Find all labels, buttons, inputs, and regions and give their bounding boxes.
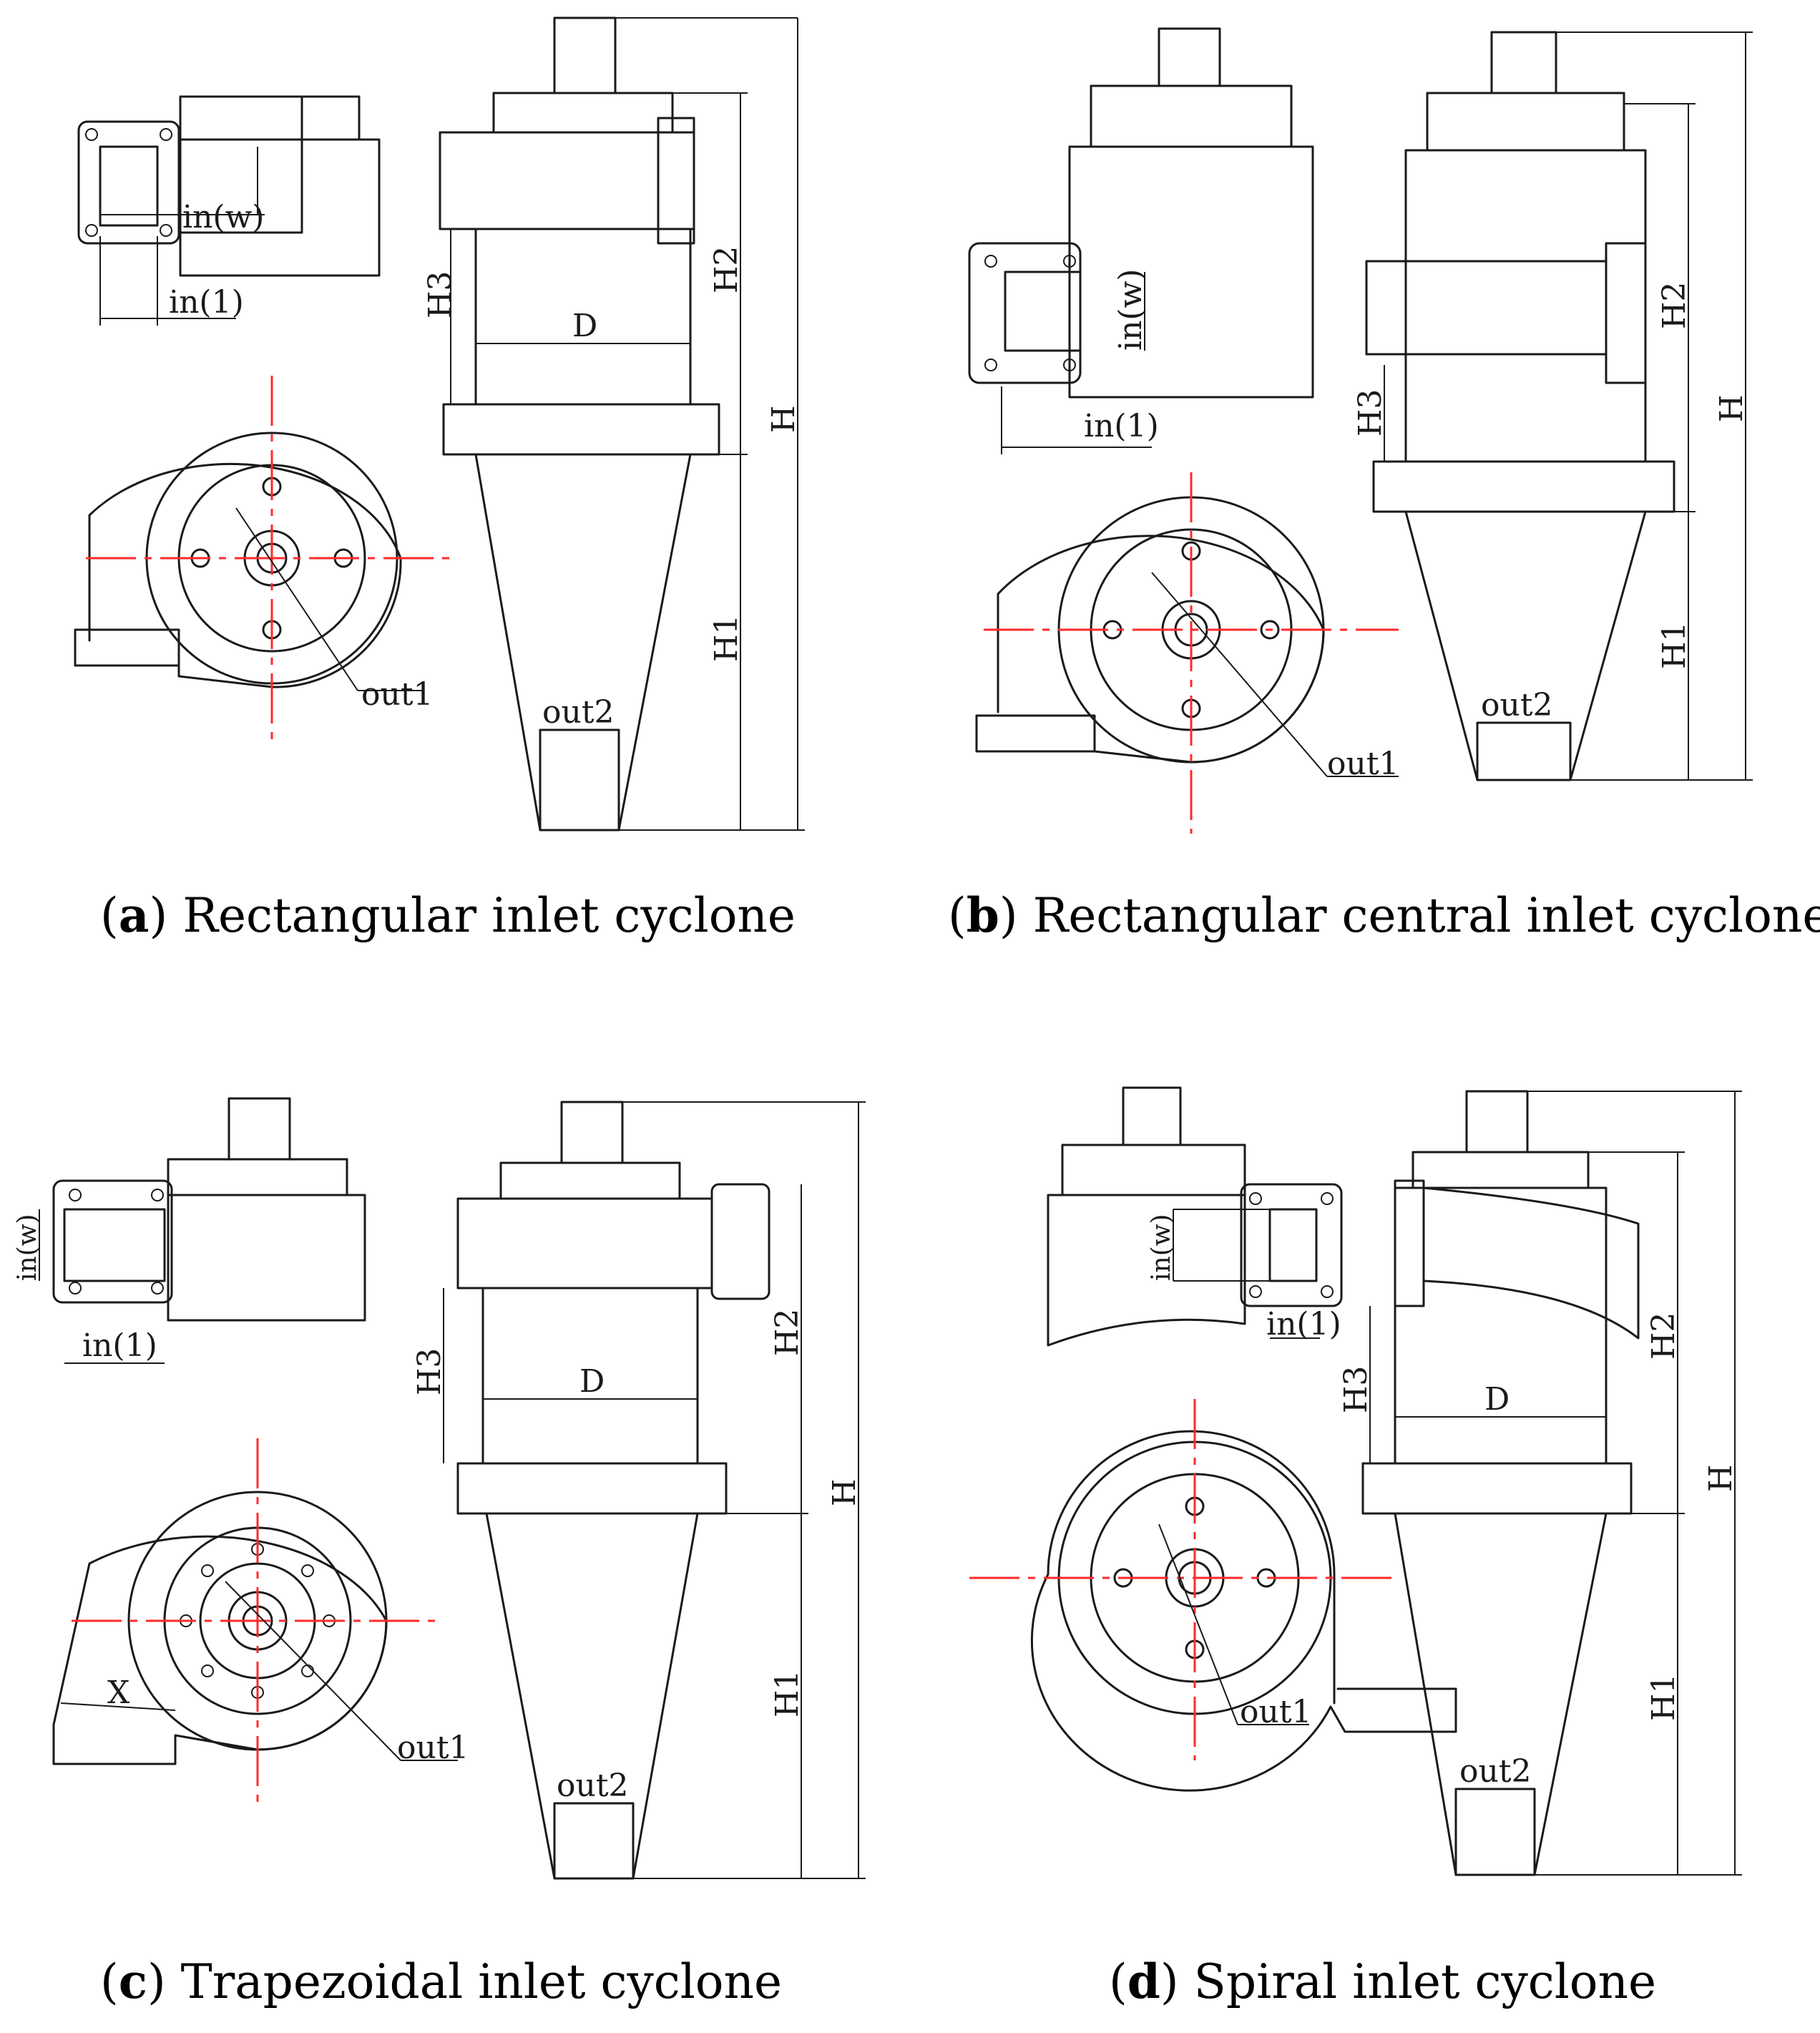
cover-plate xyxy=(1090,84,1293,148)
spiral-inlet xyxy=(1422,1186,1640,1340)
panel-a-plan-view: out1 xyxy=(74,376,458,748)
caption-b: (b) Rectangular central inlet cyclone xyxy=(948,887,1820,943)
panel-d: in(w) in(1) out1 xyxy=(969,1086,1742,1876)
label-X: X xyxy=(107,1674,130,1711)
label-H2: H2 xyxy=(708,246,745,293)
panel-a-top-view: in(w) in(1) xyxy=(77,95,381,326)
inlet-opening xyxy=(1004,270,1082,352)
label-H: H xyxy=(1713,395,1750,422)
outlet-pipe xyxy=(553,16,617,94)
cylinder-top xyxy=(456,1197,713,1289)
label-D: D xyxy=(579,1363,605,1400)
label-out2: out2 xyxy=(557,1768,629,1804)
label-H: H xyxy=(826,1479,863,1506)
label-H1: H1 xyxy=(1656,622,1693,669)
cover-plate xyxy=(167,1158,348,1196)
label-H1: H1 xyxy=(708,615,745,662)
outlet-pipe xyxy=(1490,31,1557,94)
label-out2: out2 xyxy=(1459,1753,1532,1790)
label-H1: H1 xyxy=(1645,1674,1682,1721)
cover-plate xyxy=(1412,1151,1590,1189)
label-out2: out2 xyxy=(1481,687,1553,723)
base-ring xyxy=(1361,1462,1633,1515)
label-H3: H3 xyxy=(1352,389,1389,437)
label-inw: in(w) xyxy=(1147,1214,1176,1281)
cone xyxy=(485,1512,699,1880)
outlet-pipe xyxy=(1465,1090,1529,1154)
panel-b-plan-view: out1 xyxy=(975,472,1399,834)
label-H2: H2 xyxy=(1645,1312,1682,1360)
panel-d-plan-view: out1 xyxy=(969,1399,1457,1792)
label-H: H xyxy=(1703,1465,1739,1492)
panel-c-top-view: in(w) in(1) xyxy=(13,1097,366,1364)
label-out1: out1 xyxy=(397,1730,469,1766)
label-H3: H3 xyxy=(411,1348,448,1395)
label-inl: in(1) xyxy=(1084,408,1159,444)
label-inw: in(w) xyxy=(1112,269,1149,351)
label-D: D xyxy=(572,308,597,344)
label-inl: in(1) xyxy=(1266,1306,1341,1342)
base-ring xyxy=(456,1462,728,1515)
volute xyxy=(1030,1430,1457,1792)
panel-d-side-view: D out2 H3 H2 H1 H xyxy=(1338,1090,1742,1876)
cone xyxy=(474,453,692,832)
outlet-pipe xyxy=(560,1101,624,1164)
inlet-opening xyxy=(63,1208,166,1282)
inlet-body xyxy=(179,138,381,277)
base-ring xyxy=(1372,460,1675,513)
inlet-flange xyxy=(710,1183,770,1300)
cylinder-body xyxy=(1404,149,1647,463)
label-out1: out1 xyxy=(1327,746,1399,782)
panel-b: in(w) in(1) out1 xyxy=(968,27,1753,834)
inlet-flange xyxy=(77,120,180,245)
inlet-flange xyxy=(1394,1179,1425,1307)
label-inl: in(1) xyxy=(169,284,244,321)
label-H2: H2 xyxy=(1656,282,1693,329)
cone xyxy=(1394,1512,1608,1876)
label-out1: out1 xyxy=(361,676,434,713)
label-H3: H3 xyxy=(1338,1366,1374,1413)
panel-c-plan-view: X out1 xyxy=(52,1438,469,1807)
inlet-flange xyxy=(52,1179,173,1304)
caption-d: (d) Spiral inlet cyclone xyxy=(1109,1954,1657,2009)
cover-plate xyxy=(499,1161,681,1200)
label-H3: H3 xyxy=(422,271,459,318)
label-out1: out1 xyxy=(1240,1694,1312,1730)
cover-plate xyxy=(179,95,361,141)
panel-d-top-view: in(w) in(1) xyxy=(1047,1086,1343,1347)
panel-b-side-view: out2 H3 H2 H1 H xyxy=(1352,31,1753,781)
panel-a: in(w) in(1) out1 xyxy=(74,16,805,832)
inlet-opening xyxy=(99,145,159,227)
label-H2: H2 xyxy=(769,1309,806,1356)
panel-c: in(w) in(1) X out1 xyxy=(13,1097,866,1880)
label-H1: H1 xyxy=(769,1670,806,1717)
caption-a: (a) Rectangular inlet cyclone xyxy=(100,887,796,943)
caption-c: (c) Trapezoidal inlet cyclone xyxy=(100,1954,783,2009)
inlet-duct xyxy=(1365,260,1608,356)
inlet-flange xyxy=(1605,242,1647,384)
cover-plate xyxy=(492,92,674,134)
cover-plate xyxy=(1061,1144,1246,1196)
panel-a-side-view: D out2 H3 H2 H1 H xyxy=(422,16,805,832)
inlet-body xyxy=(1047,1194,1246,1347)
label-D: D xyxy=(1484,1381,1510,1418)
label-H: H xyxy=(765,406,802,433)
label-inw: in(w) xyxy=(13,1214,42,1281)
panel-c-side-view: D out2 H3 H2 H1 H xyxy=(411,1101,866,1880)
inlet-flange xyxy=(1240,1183,1343,1307)
inlet-body xyxy=(167,1194,366,1322)
cover-plate xyxy=(1426,92,1625,152)
volute xyxy=(74,462,402,688)
inlet-flange xyxy=(657,117,695,245)
cylinder-top xyxy=(439,131,695,230)
label-inw: in(w) xyxy=(182,199,264,235)
label-out2: out2 xyxy=(542,694,615,731)
panel-b-top-view: in(w) in(1) xyxy=(968,27,1314,454)
base-ring xyxy=(442,403,720,456)
cone xyxy=(1404,510,1647,781)
cylinder-body xyxy=(1394,1186,1608,1465)
label-inl: in(1) xyxy=(82,1327,157,1364)
inlet-body xyxy=(1068,145,1314,399)
